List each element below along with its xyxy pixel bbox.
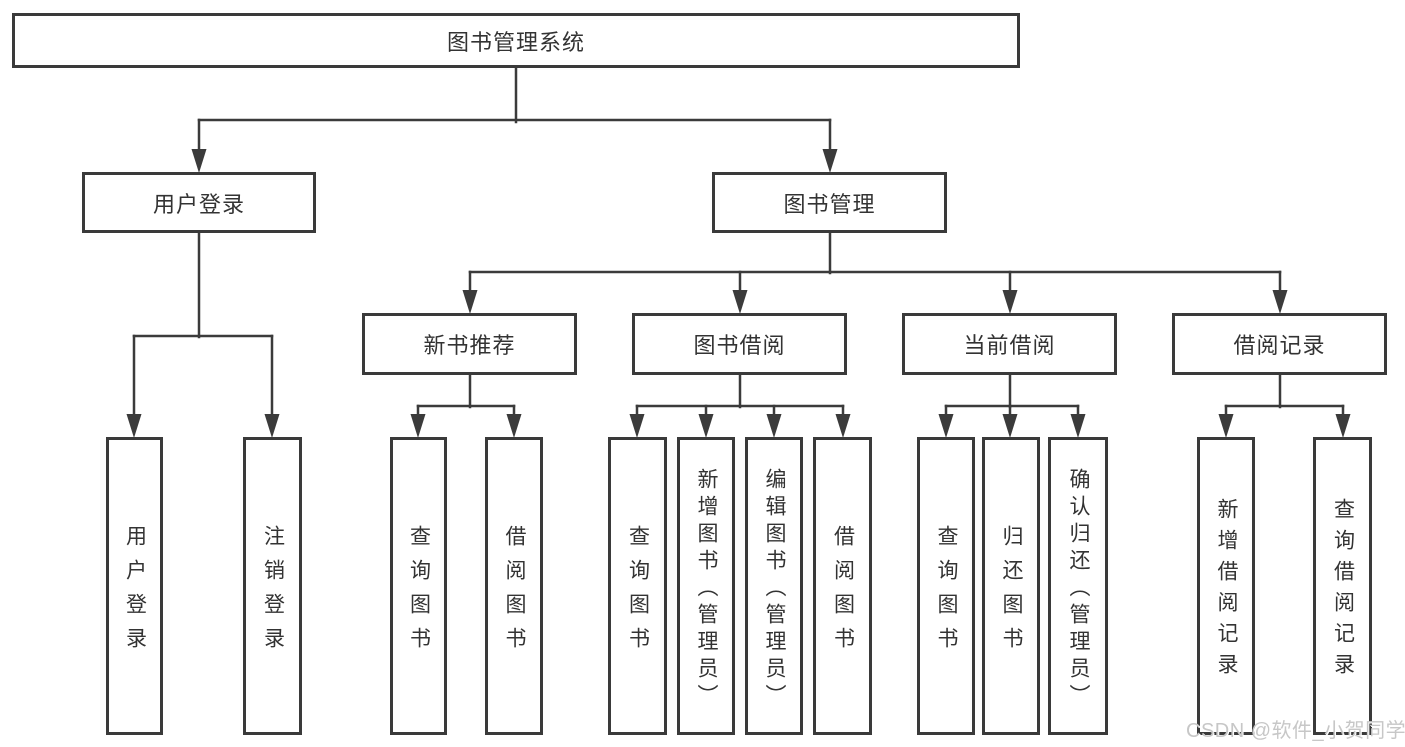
diagram-leaf-user-login: 用户登录	[106, 437, 163, 735]
diagram-leaf-confirm-return-admin: 确认归还（管理员）	[1048, 437, 1108, 735]
diagram-node-root-title: 图书管理系统	[12, 13, 1020, 68]
diagram-leaf-add-borrow-record: 新增借阅记录	[1197, 437, 1255, 735]
diagram-leaf-query-books-3: 查询图书	[917, 437, 975, 735]
diagram-node-current-borrow: 当前借阅	[902, 313, 1117, 375]
diagram-leaf-query-books-2: 查询图书	[608, 437, 667, 735]
diagram-leaf-borrow-books-2: 借阅图书	[813, 437, 872, 735]
diagram-node-book-management: 图书管理	[712, 172, 947, 233]
diagram-leaf-logout: 注销登录	[243, 437, 302, 735]
diagram-leaf-query-borrow-record: 查询借阅记录	[1313, 437, 1372, 735]
diagram-node-user-login: 用户登录	[82, 172, 316, 233]
diagram-leaf-borrow-books-1: 借阅图书	[485, 437, 543, 735]
diagram-leaf-query-books-1: 查询图书	[390, 437, 447, 735]
diagram-leaf-return-books: 归还图书	[982, 437, 1040, 735]
diagram-leaf-edit-book-admin: 编辑图书（管理员）	[745, 437, 803, 735]
diagram-node-book-borrow: 图书借阅	[632, 313, 847, 375]
diagram-node-borrow-records: 借阅记录	[1172, 313, 1387, 375]
diagram-leaf-add-book-admin: 新增图书（管理员）	[677, 437, 735, 735]
diagram-node-new-book-recommend: 新书推荐	[362, 313, 577, 375]
